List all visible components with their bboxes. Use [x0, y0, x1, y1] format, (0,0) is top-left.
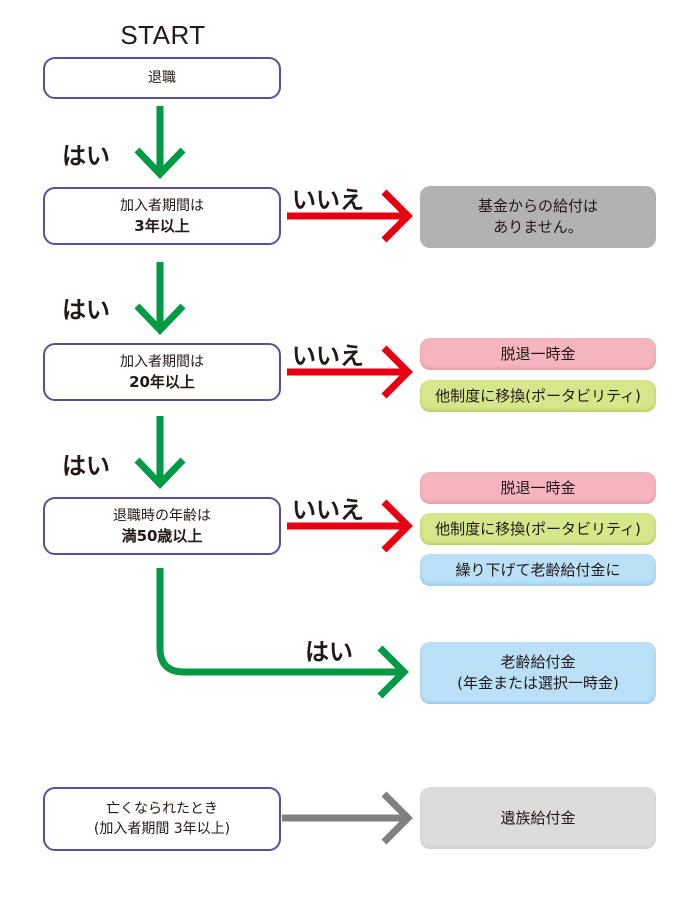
death-line1: 亡くなられたとき: [106, 801, 218, 817]
no-arrow-2: [287, 345, 413, 399]
q2-lump-sum-label: 脱退一時金: [500, 344, 576, 363]
yes-label-4: はい: [305, 638, 353, 666]
survivor-label: 遺族給付金: [500, 808, 576, 827]
q2-node: 加入者期間は 20年以上: [43, 343, 281, 401]
no-benefit-line1: 基金からの給付は: [477, 197, 598, 215]
old-age-outcome: 老齢給付金 (年金または選択一時金): [420, 642, 656, 704]
yes-label-1: はい: [62, 142, 110, 170]
q3-line1: 退職時の年齢は: [113, 508, 211, 524]
yes-label-2: はい: [62, 296, 110, 324]
no-label-3: いいえ: [292, 496, 364, 524]
q3-lump-sum-outcome: 脱退一時金: [420, 472, 656, 504]
yes-arrow-4: [156, 568, 409, 699]
death-line2: (加入者期間 3年以上): [93, 821, 231, 837]
q2-line2: 20年以上: [129, 373, 195, 391]
q2-portability-label: 他制度に移換(ポータビリティ): [435, 386, 641, 405]
q3-portability-outcome: 他制度に移換(ポータビリティ): [420, 513, 656, 545]
old-age-line1: 老齢給付金: [500, 653, 576, 671]
q3-deferred-label: 繰り下げて老齢給付金に: [455, 560, 621, 579]
no-benefit-outcome: 基金からの給付は ありません。: [420, 186, 656, 248]
no-benefit-line2: ありません。: [493, 218, 583, 236]
no-label-1: いいえ: [292, 186, 364, 214]
neutral-arrow: [282, 791, 413, 845]
q2-line1: 加入者期間は: [120, 354, 204, 370]
death-node: 亡くなられたとき (加入者期間 3年以上): [43, 787, 281, 851]
q3-portability-label: 他制度に移換(ポータビリティ): [435, 519, 641, 538]
no-label-2: いいえ: [292, 342, 364, 370]
yes-arrow-2: [134, 262, 186, 336]
q1-line1: 加入者期間は: [120, 198, 204, 214]
q2-portability-outcome: 他制度に移換(ポータビリティ): [420, 380, 656, 412]
yes-label-3: はい: [62, 452, 110, 480]
q2-lump-sum-outcome: 脱退一時金: [420, 338, 656, 370]
retire-label: 退職: [148, 70, 176, 86]
survivor-outcome: 遺族給付金: [420, 787, 656, 849]
q1-line2: 3年以上: [134, 217, 190, 235]
q3-node: 退職時の年齢は 満50歳以上: [43, 497, 281, 555]
start-label: START: [120, 20, 206, 50]
q3-deferred-outcome: 繰り下げて老齢給付金に: [420, 554, 656, 586]
yes-arrow-3: [134, 416, 186, 490]
old-age-line2: (年金または選択一時金): [457, 674, 619, 692]
no-arrow-1: [287, 189, 413, 243]
q1-node: 加入者期間は 3年以上: [43, 187, 281, 245]
q3-line2: 満50歳以上: [121, 527, 203, 545]
yes-arrow-1: [134, 106, 186, 180]
retire-node: 退職: [43, 57, 281, 99]
q3-lump-sum-label: 脱退一時金: [500, 478, 576, 497]
no-arrow-3: [287, 499, 413, 553]
